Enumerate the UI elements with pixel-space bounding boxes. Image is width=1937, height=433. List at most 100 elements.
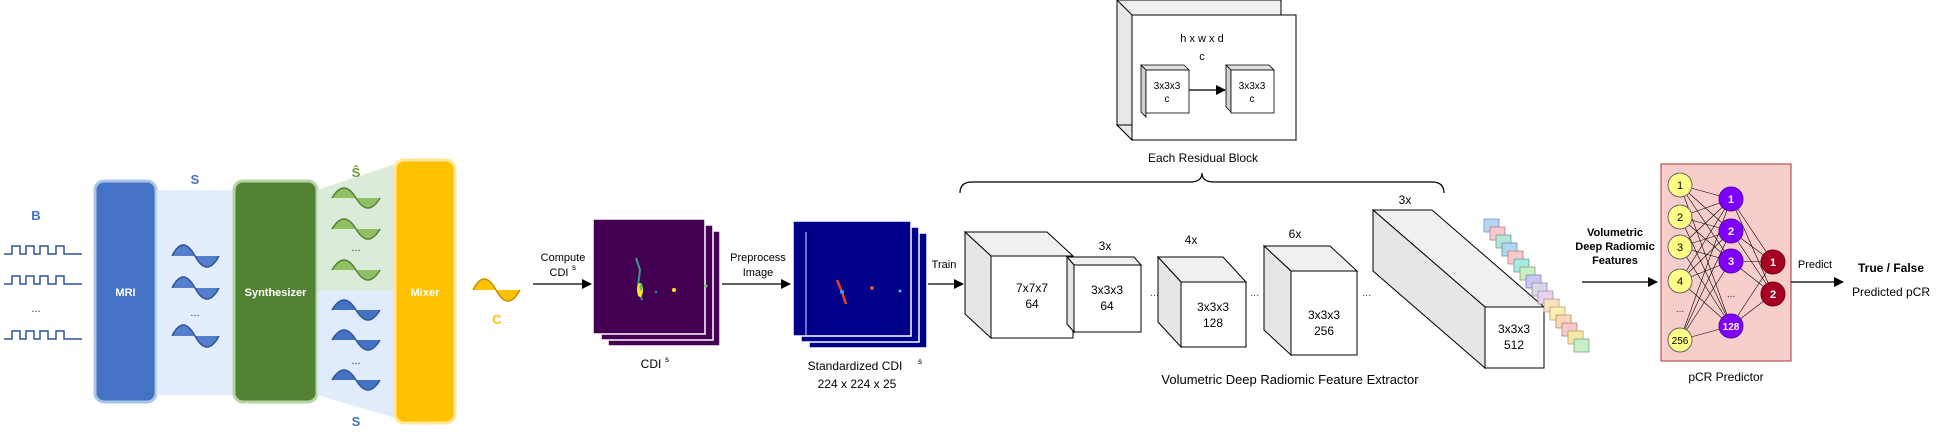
stage3-channels: 128 <box>1203 316 1223 330</box>
s-band <box>156 190 234 395</box>
residual-block-caption: Each Residual Block <box>1148 151 1259 165</box>
stage3-size: 3x3x3 <box>1197 300 1229 314</box>
conv1-channels: 64 <box>1025 297 1039 311</box>
prediction-output: True / False <box>1858 261 1924 275</box>
standardized-cdi-stack <box>792 220 928 349</box>
input-node <box>1667 327 1693 353</box>
stage5-size: 3x3x3 <box>1498 322 1530 336</box>
residual-box1-size: 3x3x3 <box>1154 81 1181 92</box>
features-label-line2: Deep Radiomic <box>1575 241 1654 253</box>
stage2-ellipsis: ... <box>1150 287 1159 299</box>
stage4-channels: 256 <box>1314 324 1334 338</box>
hidden-ellipsis: ... <box>1727 289 1735 300</box>
shat-ellipsis: ... <box>351 242 360 254</box>
hidden-node <box>1718 313 1744 339</box>
input-layer: 1 2 3 4 ... 256 <box>1667 172 1693 353</box>
output-node <box>1760 281 1786 307</box>
preprocess-label-line2: Image <box>743 267 774 279</box>
compute-label-line2: CDI <box>550 267 569 279</box>
residual-box2-size: 3x3x3 <box>1239 81 1266 92</box>
pulse-sequence-group: B ... <box>4 208 82 340</box>
standardized-cdi-dims: 224 x 224 x 25 <box>818 377 897 391</box>
hidden-node-label: 128 <box>1723 322 1740 333</box>
stage5-repeat: 3x <box>1399 193 1412 207</box>
stage4-size: 3x3x3 <box>1308 308 1340 322</box>
input-ellipsis: ... <box>1676 304 1684 315</box>
hidden-node <box>1718 218 1744 244</box>
residual-conv-box-2: 3x3x3 c <box>1225 64 1275 114</box>
output-node-label: 2 <box>1770 289 1776 301</box>
residual-conv-box-1: 3x3x3 c <box>1140 64 1190 118</box>
conv-block-stage2-64: 3x3x3 64 <box>1065 255 1143 334</box>
hidden-node <box>1718 248 1744 274</box>
residual-brace <box>959 172 1445 194</box>
predict-label: Predict <box>1798 259 1832 271</box>
preprocess-label-line1: Preprocess <box>730 252 786 264</box>
cdi-image-stack <box>592 218 721 347</box>
residual-box1-channels: c <box>1165 94 1170 105</box>
cdi-caption-sup: s <box>665 355 669 364</box>
predictor-caption: pCR Predictor <box>1688 370 1763 384</box>
shat-band <box>317 164 395 291</box>
s-bottom-sine-waves <box>331 299 381 391</box>
features-label-line1: Volumetric <box>1587 227 1643 239</box>
conv-block-stage4-256: 3x3x3 256 <box>1262 244 1359 357</box>
residual-box2-channels: c <box>1250 94 1255 105</box>
s-ellipsis: ... <box>190 307 199 319</box>
b-label: B <box>31 208 40 223</box>
mixer-label: Mixer <box>411 287 440 299</box>
stage4-ellipsis: ... <box>1362 287 1371 299</box>
standardized-cdi-caption: Standardized CDI <box>808 359 903 373</box>
hidden-node-label: 1 <box>1728 194 1734 206</box>
mri-label: MRI <box>115 287 135 299</box>
feature-vector <box>1483 218 1590 353</box>
s-sine-waves <box>171 244 220 348</box>
input-node <box>1667 172 1693 198</box>
compute-label-sup: s <box>572 263 576 272</box>
input-node <box>1667 234 1693 260</box>
features-label-line3: Features <box>1592 255 1638 267</box>
residual-dims-label: h x w x d <box>1180 33 1223 45</box>
standardized-cdi-sup: s <box>918 357 922 366</box>
conv-block-7x7x7: 7x7x7 64 <box>963 230 1075 340</box>
extractor-caption: Volumetric Deep Radiomic Feature Extract… <box>1161 372 1419 387</box>
input-node-label: 2 <box>1677 212 1683 224</box>
hidden-layer: 1 2 3 ... 128 <box>1718 186 1744 339</box>
output-node-label: 1 <box>1770 257 1776 269</box>
hidden-node-label: 3 <box>1728 256 1734 268</box>
input-node <box>1667 268 1693 294</box>
input-node <box>1667 204 1693 230</box>
stage3-ellipsis: ... <box>1250 287 1259 299</box>
stage5-channels: 512 <box>1504 338 1524 352</box>
shat-sine-waves <box>331 187 381 281</box>
conv-block-stage5-512: 3x3x3 512 <box>1371 208 1546 370</box>
c-label: C <box>492 312 502 327</box>
stage4-repeat: 6x <box>1289 227 1302 241</box>
conv1-size: 7x7x7 <box>1016 281 1048 295</box>
hidden-node-label: 2 <box>1728 226 1734 238</box>
shat-label: Ŝ <box>352 165 361 180</box>
input-node-label: 1 <box>1677 180 1683 192</box>
mixer-block <box>393 158 457 425</box>
input-node-label: 4 <box>1677 276 1683 288</box>
synthesizer-label: Synthesizer <box>245 287 307 299</box>
train-label: Train <box>932 259 957 271</box>
input-node-label: 3 <box>1677 242 1683 254</box>
s-bottom-ellipsis: ... <box>351 355 360 367</box>
prediction-output-caption: Predicted pCR <box>1852 285 1930 299</box>
output-layer: 1 2 <box>1760 249 1786 307</box>
pulse-ellipsis: ... <box>31 303 40 315</box>
residual-channel-label: c <box>1199 51 1205 63</box>
pulse-waveforms <box>4 245 82 340</box>
stage3-repeat: 4x <box>1185 233 1198 247</box>
output-node <box>1760 249 1786 275</box>
stage2-channels: 64 <box>1100 299 1114 313</box>
input-node-label: 256 <box>1672 336 1689 347</box>
c-sine-wave <box>472 278 521 302</box>
stage2-repeat: 3x <box>1099 239 1112 253</box>
s-bottom-label: S <box>352 414 361 429</box>
stage2-size: 3x3x3 <box>1091 283 1123 297</box>
compute-label-line1: Compute <box>541 252 586 264</box>
s-label: S <box>191 172 200 187</box>
